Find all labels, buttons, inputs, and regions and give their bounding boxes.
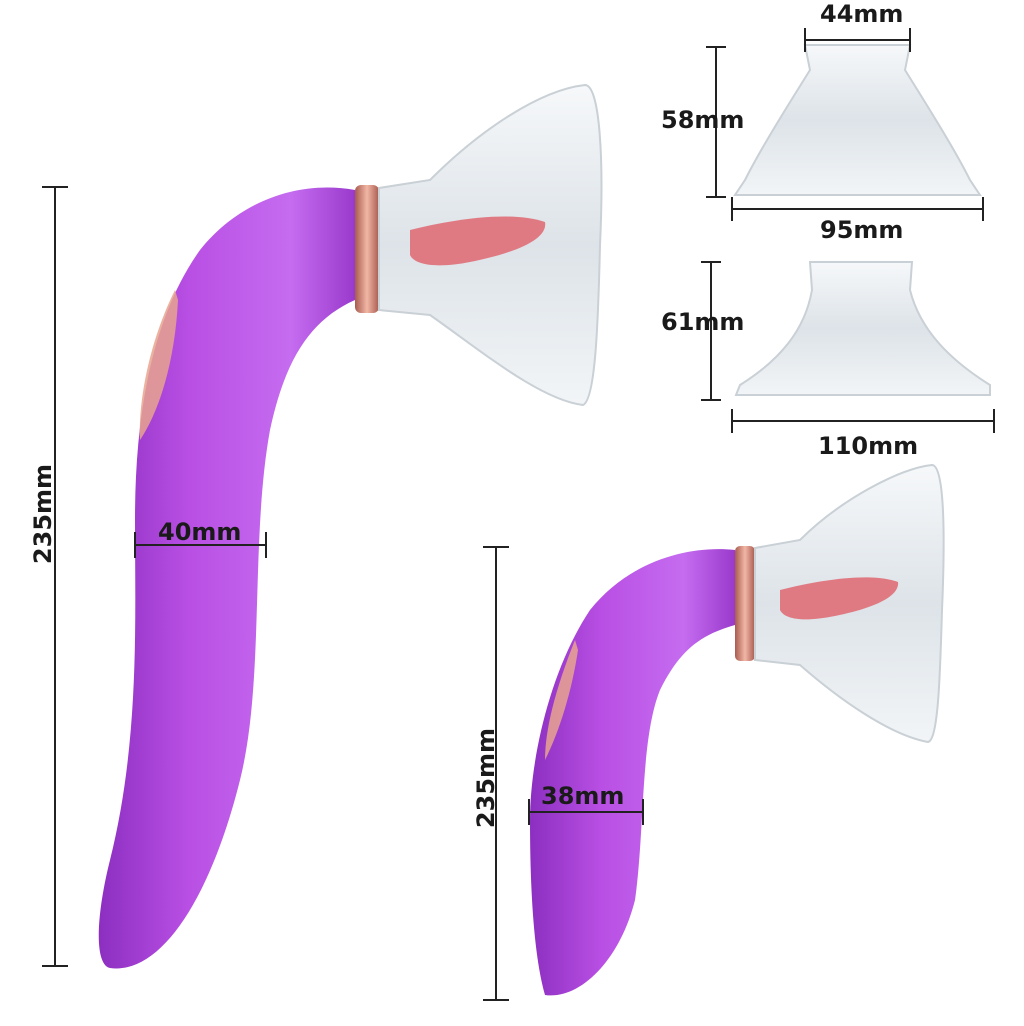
- large-width-dimension: [134, 532, 267, 558]
- cup-bottom-illustration: [734, 261, 991, 396]
- cup-top-neck-label: 44mm: [820, 0, 904, 28]
- small-width-label: 38mm: [541, 782, 625, 810]
- large-height-label: 235mm: [29, 463, 58, 565]
- cup-top-height-label: 58mm: [661, 106, 745, 134]
- cup-bottom-height-dimension: [701, 261, 721, 401]
- cup-top-illustration: [733, 44, 982, 196]
- cup-bottom-base-label: 110mm: [818, 432, 919, 460]
- small-height-dimension: [483, 546, 509, 1001]
- cup-bottom-base-dimension: [731, 409, 995, 433]
- cup-top-shape: [733, 44, 982, 196]
- small-tongue: [780, 577, 899, 620]
- small-width-dimension: [528, 799, 644, 825]
- cup-top-base-dimension: [731, 197, 984, 221]
- large-height-dimension: [42, 186, 68, 967]
- small-product-illustration: [530, 463, 945, 996]
- large-width-label: 40mm: [158, 518, 242, 546]
- cup-bottom-shape: [734, 261, 991, 396]
- small-rose-ring: [735, 546, 755, 661]
- cup-bottom-height-label: 61mm: [661, 308, 745, 336]
- large-tongue: [410, 216, 546, 266]
- small-body: [530, 549, 735, 996]
- cup-top-base-label: 95mm: [820, 216, 904, 244]
- large-product-illustration: [98, 83, 603, 969]
- cup-top-neck-dimension: [804, 28, 911, 52]
- cup-top-height-dimension: [706, 46, 726, 198]
- large-body: [98, 187, 355, 969]
- small-control-panel: [545, 640, 578, 760]
- large-rose-ring: [355, 185, 379, 313]
- small-height-label: 235mm: [472, 727, 501, 829]
- large-control-panel: [139, 290, 178, 440]
